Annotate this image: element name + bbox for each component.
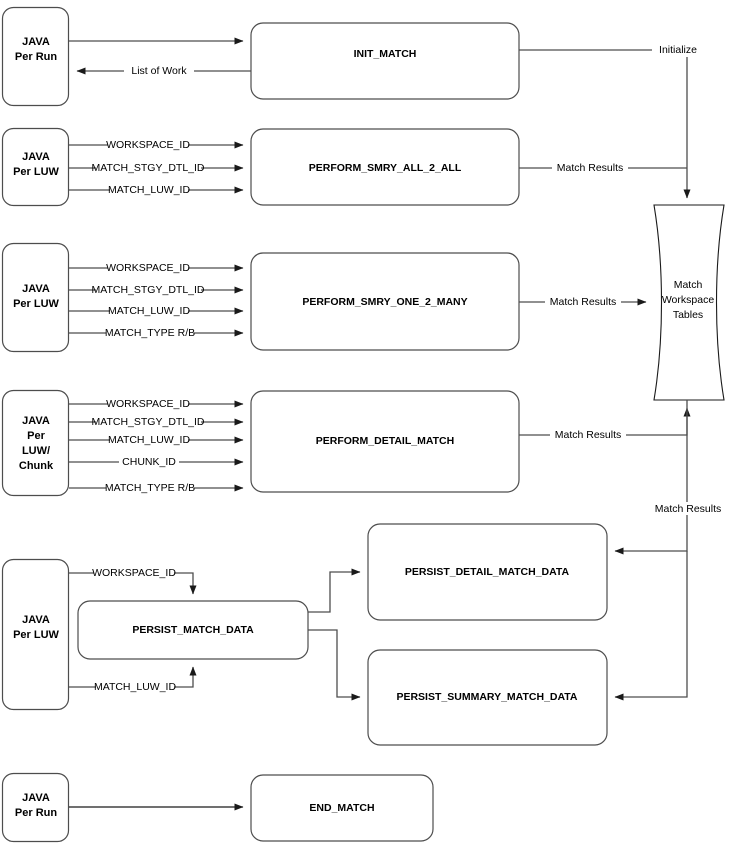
actor-java-per-run-top[interactable] — [1, 6, 70, 107]
process-perform-smry-one-2-many-label: PERFORM_SMRY_ONE_2_MANY — [302, 296, 467, 308]
process-perform-smry-all-2-all[interactable] — [250, 128, 520, 206]
edge-label-match-results-3: Match Results — [555, 429, 622, 441]
edge-label-bg-match-luw-id-1 — [110, 184, 188, 197]
edge-label-match-results-2: Match Results — [550, 296, 617, 308]
actor-java-per-luw-3-line1: JAVA — [22, 614, 50, 626]
actor-java-per-luw-chunk-line1: JAVA — [22, 415, 50, 427]
edge-label-match-stgy-dtl-id-3: MATCH_STGY_DTL_ID — [92, 416, 205, 428]
actor-java-per-run-bottom-line1: JAVA — [22, 792, 50, 804]
flow-row-init-match: JAVA Per Run INIT_MATCH List of Work Ini… — [1, 6, 704, 199]
actor-java-per-run-top-line2: Per Run — [15, 51, 57, 63]
actor-java-per-run-bottom[interactable] — [1, 772, 70, 843]
flow-row-end-match: JAVA Per Run END_MATCH — [1, 772, 434, 843]
datastore-label-line1: Match — [674, 279, 703, 291]
actor-java-per-luw-chunk[interactable] — [1, 389, 70, 497]
edge-label-bg-match-results-4 — [649, 502, 727, 515]
edge-label-list-of-work: List of Work — [131, 65, 187, 77]
process-persist-summary-match-data-label: PERSIST_SUMMARY_MATCH_DATA — [396, 691, 577, 703]
edge-label-match-type-rb-1: MATCH_TYPE R/B — [105, 327, 195, 339]
process-end-match[interactable] — [250, 774, 434, 842]
process-perform-detail-match-label: PERFORM_DETAIL_MATCH — [316, 435, 454, 447]
edge-label-match-stgy-dtl-id-1: MATCH_STGY_DTL_ID — [92, 162, 205, 174]
edge-label-match-results-1: Match Results — [557, 162, 624, 174]
edge-label-bg-list-of-work — [124, 64, 194, 77]
actor-java-per-luw-3[interactable] — [1, 558, 70, 711]
actor-java-per-luw-3-line2: Per LUW — [13, 629, 59, 641]
flow-row-smry-all-2-all: JAVA Per LUW PERFORM_SMRY_ALL_2_ALL WORK… — [1, 127, 687, 207]
edge-label-match-luw-id-3: MATCH_LUW_ID — [108, 434, 190, 446]
edge-label-bg-workspace-id-3 — [108, 398, 188, 411]
edge-label-match-luw-id-4: MATCH_LUW_ID — [94, 681, 176, 693]
datastore-match-workspace-tables-group: Match Workspace Tables — [653, 204, 725, 401]
edge-label-initialize: Initialize — [659, 44, 697, 56]
edge-workspace-to-persist-detail — [614, 400, 688, 555]
edge-label-bg-match-luw-id-2 — [110, 305, 188, 318]
flow-row-persist: JAVA Per LUW PERSIST_MATCH_DATA PERSIST_… — [1, 400, 727, 746]
edge-persist-match-to-summary — [308, 629, 361, 701]
edge-init-match-to-workspace — [519, 49, 691, 199]
datastore-label-line2: Workspace — [662, 294, 714, 306]
process-perform-smry-all-2-all-label: PERFORM_SMRY_ALL_2_ALL — [309, 162, 462, 174]
edge-label-workspace-id-1: WORKSPACE_ID — [106, 139, 190, 151]
edge-label-chunk-id: CHUNK_ID — [122, 456, 176, 468]
edge-label-bg-match-type-rb-1 — [106, 327, 194, 340]
edge-label-bg-initialize — [652, 44, 704, 57]
edge-label-bg-match-results-1 — [552, 162, 628, 175]
process-perform-detail-match[interactable] — [250, 390, 520, 493]
edge-label-workspace-id-2: WORKSPACE_ID — [106, 262, 190, 274]
edge-label-match-stgy-dtl-id-2: MATCH_STGY_DTL_ID — [92, 284, 205, 296]
process-init-match-label: INIT_MATCH — [354, 48, 417, 60]
process-persist-detail-match-data[interactable] — [367, 523, 608, 621]
edge-label-bg-workspace-id-2 — [108, 262, 188, 275]
edge-label-bg-chunk-id — [119, 456, 179, 469]
actor-java-per-luw-1-line2: Per LUW — [13, 166, 59, 178]
actor-java-per-luw-1-line1: JAVA — [22, 151, 50, 163]
edge-label-bg-match-stgy-dtl-id-3 — [96, 416, 201, 429]
edge-label-bg-match-results-2 — [545, 296, 621, 309]
actor-java-per-luw-1[interactable] — [1, 127, 70, 207]
edge-label-match-luw-id-2: MATCH_LUW_ID — [108, 305, 190, 317]
actor-java-per-luw-chunk-line3: LUW/ — [22, 445, 50, 457]
edge-label-bg-match-stgy-dtl-id-1 — [96, 162, 201, 175]
edge-label-match-luw-id-1: MATCH_LUW_ID — [108, 184, 190, 196]
process-persist-detail-match-data-label: PERSIST_DETAIL_MATCH_DATA — [405, 566, 570, 578]
edge-label-bg-match-type-rb-2 — [106, 482, 194, 495]
actor-java-per-luw-chunk-line2: Per — [27, 430, 45, 442]
edge-label-bg-match-luw-id-4 — [96, 681, 174, 694]
process-init-match[interactable] — [250, 22, 520, 100]
edge-label-bg-match-results-3 — [550, 429, 626, 442]
edge-persist-match-to-detail — [308, 568, 361, 613]
process-persist-match-data-label: PERSIST_MATCH_DATA — [132, 624, 254, 636]
process-end-match-label: END_MATCH — [309, 802, 374, 814]
process-persist-summary-match-data[interactable] — [367, 649, 608, 746]
actor-java-per-luw-2-line1: JAVA — [22, 283, 50, 295]
datastore-label-line3: Tables — [673, 309, 703, 321]
datastore-match-workspace-tables[interactable] — [653, 204, 725, 401]
edge-label-workspace-id-4: WORKSPACE_ID — [92, 567, 176, 579]
edge-workspace-to-persist-summary — [614, 551, 688, 701]
edge-label-bg-match-stgy-dtl-id-2 — [96, 284, 201, 297]
edge-label-bg-workspace-id-4 — [94, 567, 174, 580]
edge-label-match-type-rb-2: MATCH_TYPE R/B — [105, 482, 195, 494]
edge-label-match-results-4: Match Results — [655, 503, 722, 515]
flow-row-detail-match: JAVA Per LUW/ Chunk PERFORM_DETAIL_MATCH… — [1, 389, 691, 497]
edge-label-workspace-id-3: WORKSPACE_ID — [106, 398, 190, 410]
actor-java-per-luw-2-line2: Per LUW — [13, 298, 59, 310]
edge-label-bg-workspace-id-1 — [108, 139, 188, 152]
actor-java-per-luw-chunk-line4: Chunk — [19, 460, 54, 472]
actor-java-per-run-bottom-line2: Per Run — [15, 807, 57, 819]
actor-java-per-run-top-line1: JAVA — [22, 36, 50, 48]
flow-row-smry-one-2-many: JAVA Per LUW PERFORM_SMRY_ONE_2_MANY WOR… — [1, 242, 647, 353]
edge-label-bg-match-luw-id-3 — [110, 434, 188, 447]
actor-java-per-luw-2[interactable] — [1, 242, 70, 353]
